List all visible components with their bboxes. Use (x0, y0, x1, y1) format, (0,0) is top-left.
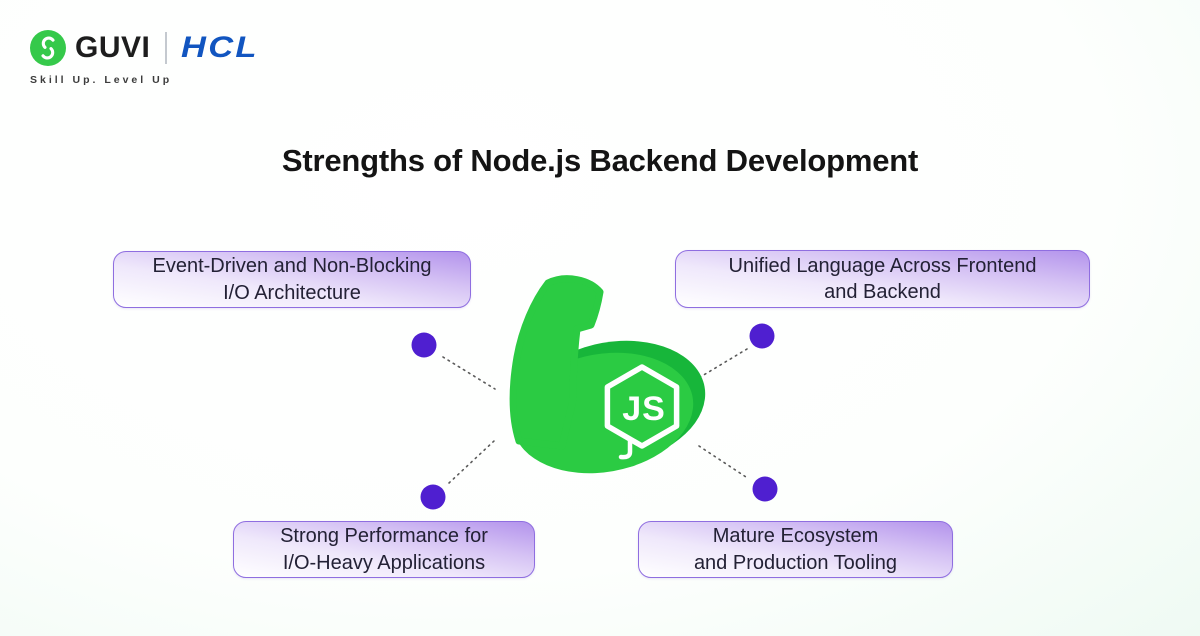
card-event-driven: Event-Driven and Non-Blocking I/O Archit… (113, 251, 471, 308)
connector-top-right (696, 348, 748, 380)
connector-lines (442, 348, 750, 484)
anchor-dots (411, 323, 778, 510)
card-line: and Production Tooling (693, 551, 898, 574)
card-line: Event-Driven and Non-Blocking (152, 255, 432, 278)
card-mature-ecosystem: Mature Ecosystem and Production Tooling (638, 521, 953, 578)
connector-top-left (442, 356, 496, 390)
card-line: I/O-Heavy Applications (282, 551, 486, 574)
card-line: Mature Ecosystem (712, 525, 879, 548)
dot-top-right (749, 323, 775, 349)
card-line: I/O Architecture (223, 281, 361, 304)
nodejs-hexagon-icon (604, 364, 680, 460)
nodejs-flexed-bicep-icon: JS (509, 275, 706, 474)
dot-bottom-right (752, 476, 778, 502)
brand-tagline: Skill Up. Level Up (30, 74, 173, 86)
card-unified-language: Unified Language Across Frontend and Bac… (675, 250, 1090, 308)
card-line: Strong Performance for (280, 525, 488, 548)
hcl-wordmark: HCL (181, 31, 260, 64)
connector-bottom-right (698, 445, 750, 480)
guvi-wordmark: GUVI (75, 31, 151, 64)
logo-divider (165, 32, 168, 64)
card-line: and Backend (824, 281, 941, 303)
page-title: Strengths of Node.js Backend Development (281, 143, 919, 178)
card-line: Unified Language Across Frontend (728, 254, 1037, 277)
connector-bottom-left (448, 440, 495, 484)
dot-bottom-left (420, 484, 446, 510)
dot-top-left (411, 332, 437, 358)
card-strong-performance: Strong Performance for I/O-Heavy Applica… (233, 521, 535, 578)
brand-logo: GUVI HCL Skill Up. Level Up (30, 30, 257, 86)
nodejs-js-label: JS (622, 390, 666, 428)
guvi-chain-g-icon (30, 30, 66, 66)
